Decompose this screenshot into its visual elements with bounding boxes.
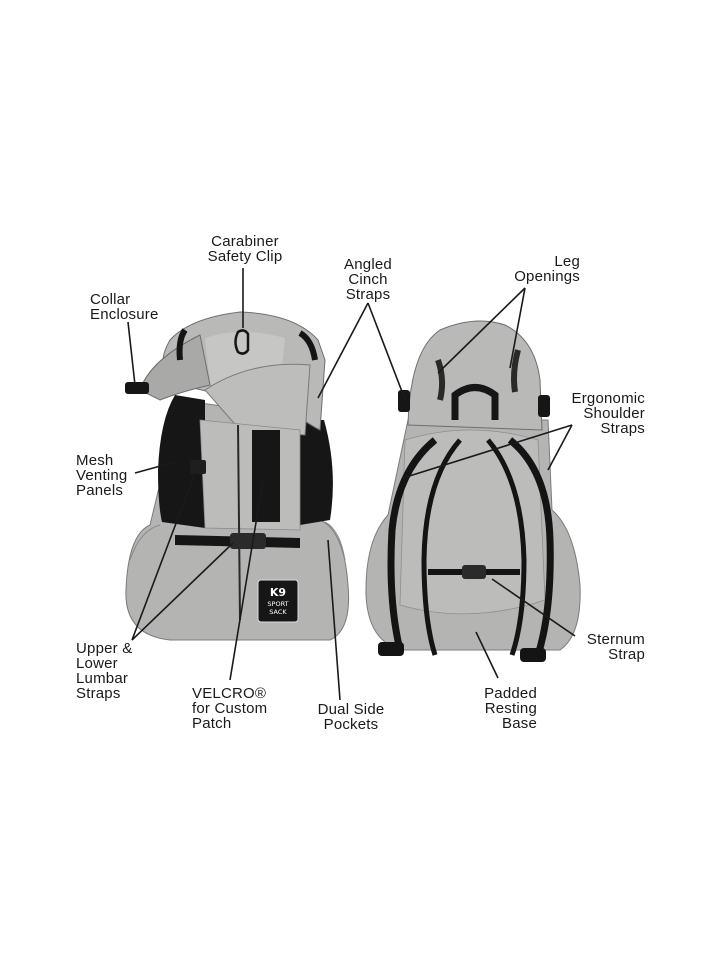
carabiner-clip — [234, 329, 250, 355]
label-line: Venting — [76, 467, 128, 484]
upper-buckle — [190, 460, 206, 474]
label-dual-side-pockets: Dual Side Pockets — [308, 702, 394, 732]
label-line: Pockets — [323, 716, 379, 733]
label-line: Dual Side — [317, 701, 385, 718]
hood-flap — [204, 363, 311, 436]
label-line: Leg — [554, 253, 580, 270]
back-hood — [407, 320, 543, 431]
patch-line-1: K9 — [270, 586, 286, 599]
label-line: Strap — [608, 646, 645, 663]
velcro-strip — [252, 430, 280, 522]
back-backpack — [365, 320, 581, 662]
strap-end-right — [520, 648, 546, 662]
shoulder-strap-right — [507, 437, 554, 657]
label-line: Panels — [76, 482, 124, 499]
leader-dual — [327, 539, 341, 701]
label-line: Openings — [514, 268, 580, 285]
label-line: Padded — [484, 685, 537, 702]
leader-upper-2 — [131, 542, 234, 641]
leader-mesh — [134, 461, 176, 474]
front-strap-left — [176, 328, 188, 361]
patch-line-2: SPORT — [267, 600, 288, 608]
label-line: Safety Clip — [207, 248, 283, 265]
side-pocket-seam — [129, 524, 161, 561]
label-ergonomic-shoulder-straps: Ergonomic Shoulder Straps — [555, 391, 645, 436]
label-velcro-custom-patch: VELCRO® for Custom Patch — [192, 686, 282, 731]
right-mesh-panel — [300, 420, 333, 525]
collar-clip — [125, 382, 149, 394]
label-angled-cinch-straps: Angled Cinch Straps — [330, 257, 406, 302]
leader-sternum — [491, 578, 576, 637]
label-line: Enclosure — [90, 306, 159, 323]
label-line: Straps — [76, 685, 121, 702]
leader-ergonomic-right — [547, 424, 573, 471]
leg-opening-right — [511, 349, 521, 393]
label-line: Sternum — [586, 631, 645, 648]
lumbar-buckle — [230, 533, 266, 549]
label-line: Collar — [90, 291, 131, 308]
k9-patch: K9 SPORT SACK — [257, 579, 299, 623]
leader-velcro — [229, 479, 264, 681]
label-line: Shoulder — [583, 405, 645, 422]
label-line: Ergonomic — [571, 390, 645, 407]
patch-line-3: SACK — [269, 608, 287, 616]
label-line: Straps — [345, 286, 391, 303]
label-line: Angled — [344, 256, 392, 273]
front-backpack: K9 SPORT SACK — [125, 311, 350, 641]
front-panel — [199, 419, 301, 531]
label-line: Patch — [192, 715, 232, 732]
label-collar-enclosure: Collar Enclosure — [90, 292, 170, 322]
label-line: Resting — [484, 700, 537, 717]
back-side-buckle-left — [398, 390, 410, 412]
back-side-buckle-right — [538, 395, 550, 417]
collar-flap — [139, 334, 211, 401]
leader-lines — [127, 268, 576, 701]
label-line: Lower — [76, 655, 118, 672]
leader-leg-right — [509, 287, 526, 369]
leader-leg-left — [437, 287, 526, 374]
shoulder-strap-left — [387, 437, 438, 651]
label-line: Upper & — [76, 640, 133, 657]
leader-collar — [127, 321, 136, 386]
leader-upper-1 — [131, 472, 196, 641]
label-line: Lumbar — [76, 670, 129, 687]
strap-end-left — [378, 642, 404, 656]
top-handle — [451, 384, 499, 420]
leader-angled-left — [317, 302, 369, 399]
label-line: VELCRO® — [192, 685, 267, 702]
label-line: Mesh — [76, 452, 114, 469]
label-upper-lower-lumbar-straps: Upper & Lower Lumbar Straps — [76, 641, 146, 701]
label-line: Base — [502, 715, 537, 732]
label-padded-resting-base: Padded Resting Base — [457, 686, 537, 731]
zipper-line — [237, 424, 241, 621]
label-leg-openings: Leg Openings — [500, 254, 580, 284]
leader-ergonomic-left — [402, 424, 573, 479]
leg-opening-left — [435, 359, 446, 401]
leader-angled-right — [367, 302, 407, 403]
front-strap-right — [298, 330, 318, 361]
label-line: Straps — [600, 420, 645, 437]
label-carabiner-safety-clip: Carabiner Safety Clip — [200, 234, 290, 264]
sternum-buckle — [462, 565, 486, 579]
label-line: for Custom — [192, 700, 268, 717]
leader-padded — [475, 631, 499, 679]
label-line: Carabiner — [211, 233, 279, 250]
shoulder-strap-right-inner — [486, 438, 527, 656]
label-mesh-venting-panels: Mesh Venting Panels — [76, 453, 146, 498]
label-sternum-strap: Sternum Strap — [565, 632, 645, 662]
left-mesh-panel — [158, 395, 205, 528]
label-line: Cinch — [348, 271, 388, 288]
